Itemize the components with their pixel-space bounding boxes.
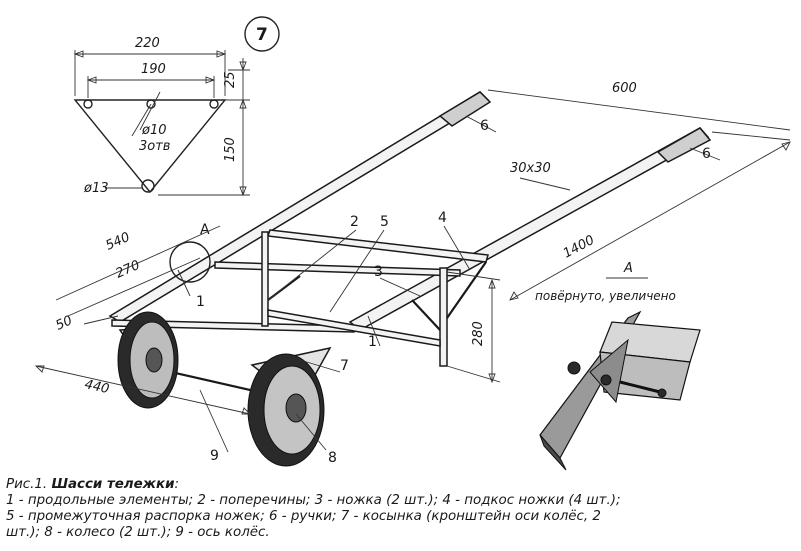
dim-280: 280 [471, 321, 486, 346]
callout-6-left: 6 [480, 118, 489, 134]
view-a-marker [169, 241, 211, 283]
hole-count-label: 3отв [139, 139, 170, 154]
callout-2: 2 [350, 214, 359, 230]
dim-190: 190 [141, 62, 166, 77]
dim-270: 270 [114, 258, 143, 282]
callout-4: 4 [438, 210, 447, 226]
dim-1400: 1400 [561, 233, 597, 262]
callout-1-left: 1 [196, 294, 205, 310]
figure-title: Шасси тележки [51, 477, 175, 492]
caption-line-3: шт.); 8 - колесо (2 шт.); 9 - ось колёс. [6, 525, 270, 540]
caption-line-1: 1 - продольные элементы; 2 - поперечины;… [6, 493, 621, 508]
callout-1-right: 1 [368, 334, 377, 350]
callout-3: 3 [374, 264, 383, 280]
dim-150: 150 [223, 137, 238, 162]
dim-220: 220 [135, 36, 160, 51]
callout-9: 9 [210, 448, 219, 464]
callout-view-a: A [200, 222, 210, 238]
wheel-left [117, 311, 179, 409]
gusset-detail: 220 190 25 150 ø10 3отв ø13 [73, 36, 250, 197]
callout-8: 8 [328, 450, 337, 466]
callout-7: 7 [340, 358, 349, 374]
sheet-number-circle [244, 16, 280, 52]
sheet-number: 7 [256, 25, 268, 45]
wheel-right [247, 353, 325, 467]
dim-540: 540 [104, 230, 133, 254]
detail-a-letter: A [623, 261, 633, 276]
detail-a-caption: повёрнуто, увеличено [535, 289, 676, 303]
part-callouts: 6 6 2 5 4 3 1 1 7 8 9 [177, 115, 721, 466]
dim-600: 600 [612, 81, 637, 96]
axle-hole-label: ø13 [83, 181, 109, 196]
dim-25: 25 [223, 71, 238, 88]
figure-label: Рис.1. [6, 477, 48, 492]
cart-frame [108, 91, 712, 406]
callout-6-right: 6 [702, 146, 711, 162]
dim-440: 440 [83, 377, 110, 397]
dim-tube-section: 30x30 [510, 161, 551, 176]
caption-line-2: 5 - промежуточная распорка ножек; 6 - ру… [6, 509, 601, 524]
dim-50: 50 [54, 313, 75, 333]
caption-line-title: Рис.1. Шасси тележки: [6, 477, 179, 492]
figure-caption: Рис.1. Шасси тележки: 1 - продольные эле… [6, 477, 796, 541]
detail-view-a: A повёрнуто, увеличено [535, 261, 701, 471]
callout-5: 5 [380, 214, 389, 230]
hole-dia-label: ø10 [141, 123, 167, 138]
